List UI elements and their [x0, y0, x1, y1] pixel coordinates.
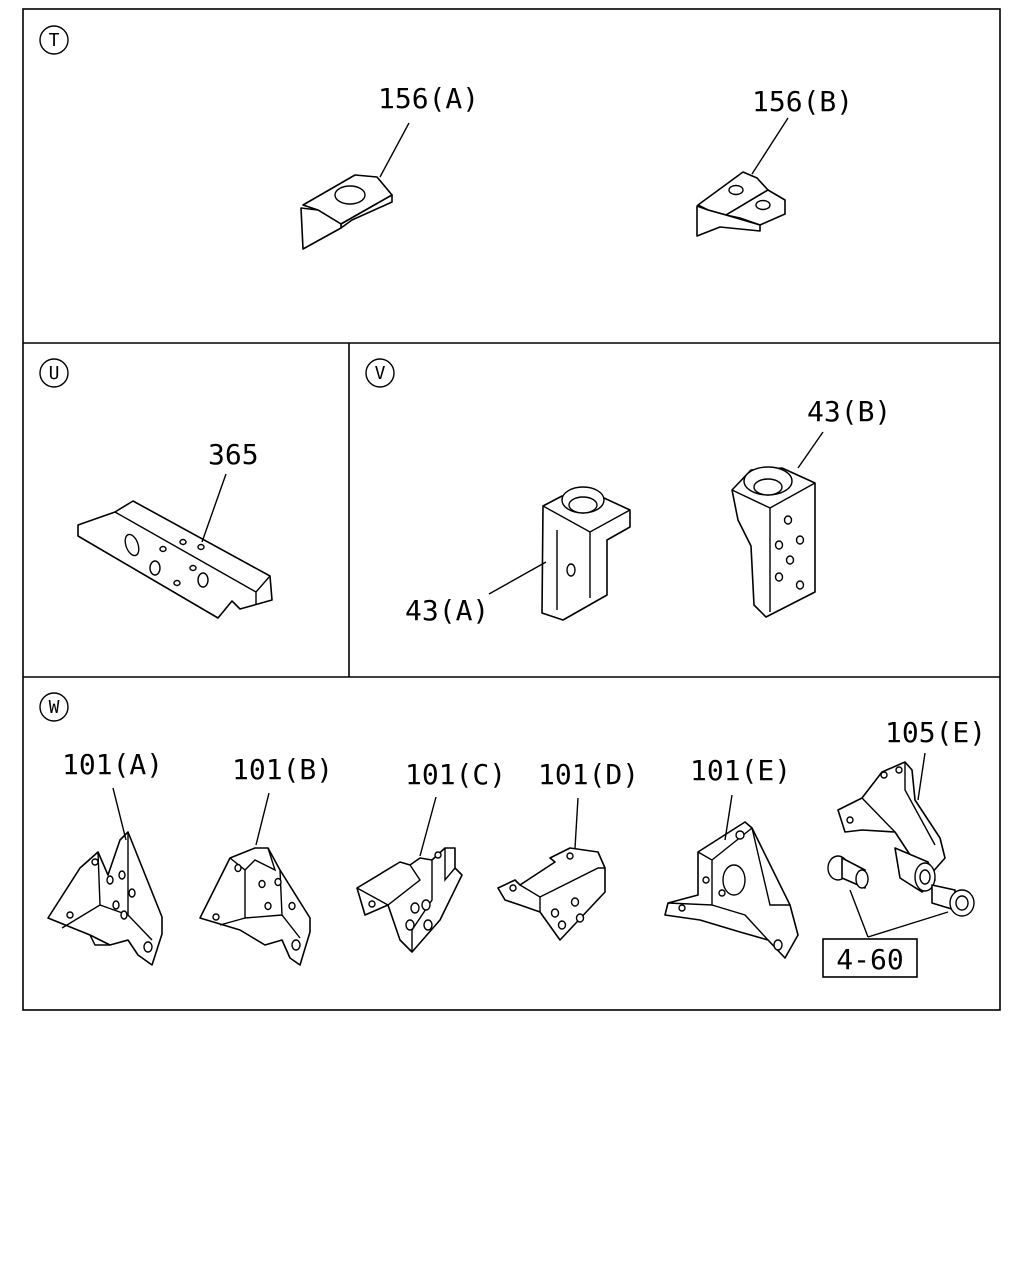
leader-101a	[112, 787, 127, 841]
leader-101c	[419, 796, 437, 857]
leader-43a	[488, 561, 547, 595]
leader-156a	[379, 122, 410, 178]
part-101b	[199, 792, 311, 966]
part-101a	[47, 787, 163, 966]
section-marker-u: U	[39, 358, 69, 388]
callout-156a: 156(A)	[378, 82, 479, 115]
bushing-left	[827, 855, 869, 889]
section-marker-w: W	[39, 692, 69, 722]
section-letter-u: U	[49, 363, 60, 384]
part-101d	[497, 797, 606, 941]
callout-101a: 101(A)	[62, 748, 163, 781]
part-156b	[696, 117, 789, 237]
section-marker-v: V	[365, 358, 395, 388]
part-101e	[664, 794, 799, 959]
diagram-frame	[22, 8, 1001, 1011]
bushing-right	[931, 884, 975, 917]
reference-box-4-60[interactable]: 4-60	[822, 938, 918, 978]
section-letter-t: T	[49, 30, 60, 51]
callout-156b: 156(B)	[752, 85, 853, 118]
callout-43b: 43(B)	[807, 395, 891, 428]
leader-460-left	[849, 889, 869, 938]
leader-365	[201, 473, 227, 543]
callout-101d: 101(D)	[538, 758, 639, 791]
part-43a	[488, 486, 631, 621]
leader-101d	[574, 797, 579, 849]
outer-frame	[22, 8, 1001, 1011]
callout-105e: 105(E)	[885, 716, 986, 749]
callout-101e: 101(E)	[690, 754, 791, 787]
section-letter-v: V	[375, 363, 386, 384]
part-43b	[731, 431, 824, 618]
leader-460-right	[867, 911, 949, 938]
leader-43b	[797, 431, 824, 469]
callout-43a: 43(A)	[405, 594, 489, 627]
callout-101b: 101(B)	[232, 753, 333, 786]
leader-105e	[917, 752, 926, 801]
section-marker-t: T	[39, 25, 69, 55]
leader-156b	[751, 117, 789, 175]
reference-box-frame	[822, 938, 918, 978]
callout-101c: 101(C)	[405, 758, 506, 791]
section-letter-w: W	[49, 697, 60, 718]
part-365	[77, 473, 273, 619]
part-101c	[356, 796, 463, 953]
leader-101b	[255, 792, 270, 846]
part-105e	[837, 752, 946, 893]
callout-365: 365	[208, 438, 259, 471]
leader-101e	[724, 794, 733, 841]
part-156a	[300, 122, 410, 250]
reference-label-4-60[interactable]: 4-60	[836, 943, 903, 976]
